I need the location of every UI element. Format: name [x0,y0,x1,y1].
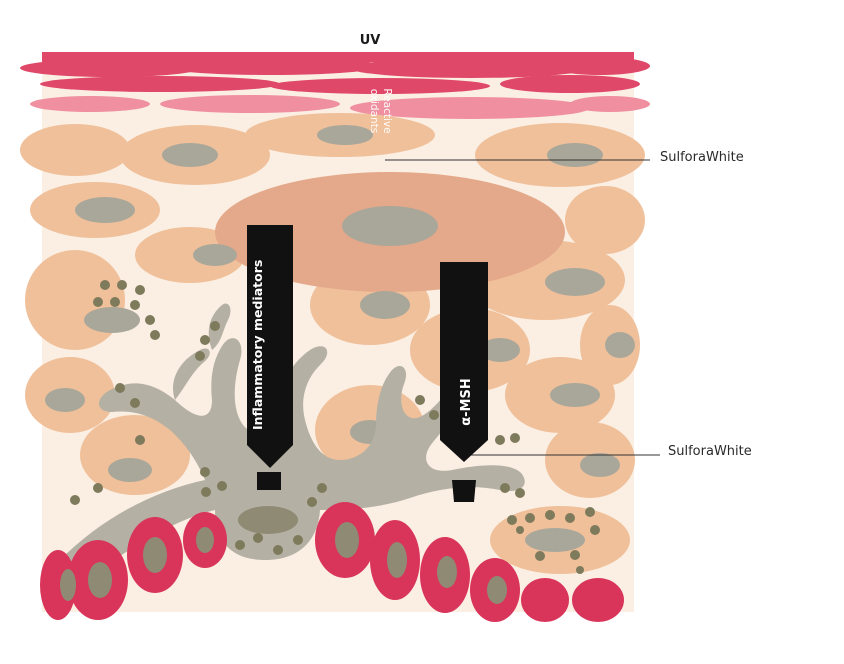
callout-sulforawhite-bottom: SulforaWhite [668,444,752,459]
inflammatory-mediators-label: Inflammatory mediators [250,270,286,430]
melanocyte-nucleus [238,506,298,534]
callout-sulforawhite-top: SulforaWhite [660,150,744,165]
alpha-msh-label: α-MSH [457,357,477,447]
reactive-oxidants-label: Reactive oxidants [363,71,393,151]
uv-label: UV [330,33,410,48]
